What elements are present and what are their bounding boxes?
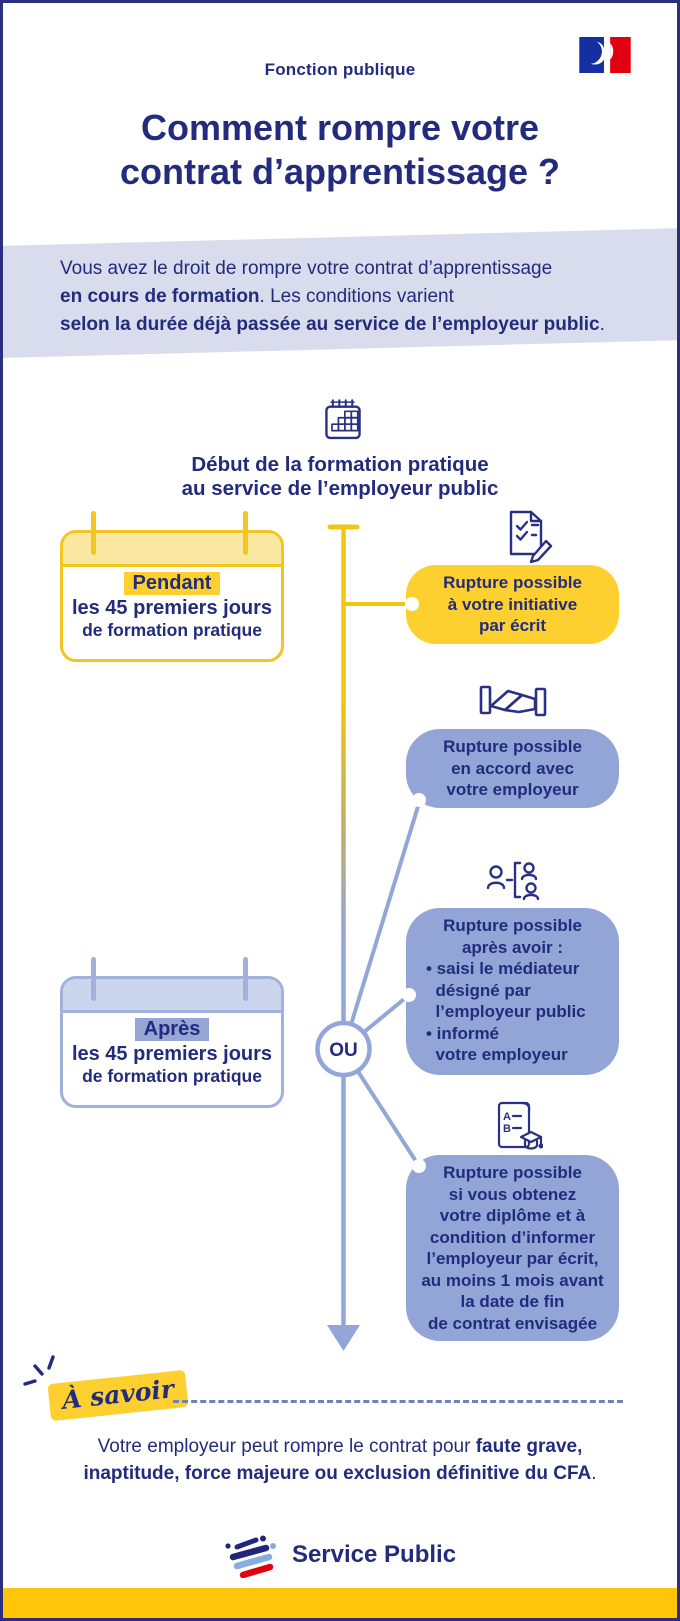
bubble-accord: Rupture possible en accord avec votre em…	[406, 729, 619, 808]
bubble-mediateur-bullets: • saisi le médiateur désigné par l’emplo…	[426, 959, 586, 1064]
warning-line-1: Votre employeur peut rompre le contrat p…	[3, 1433, 677, 1460]
dashed-separator	[173, 1400, 623, 1403]
calendar-pin	[243, 511, 248, 555]
connector-dot	[405, 597, 419, 611]
calendar-pin	[91, 957, 96, 1001]
warning-text-part: Votre employeur peut rompre le contrat p…	[97, 1436, 476, 1457]
bottom-yellow-bar	[3, 1588, 677, 1618]
svg-text:A: A	[503, 1111, 511, 1123]
intro-text-part: . Les conditions varient	[259, 286, 454, 307]
apres-line1: les 45 premiers jours	[71, 1043, 273, 1065]
ou-junction-circle	[315, 1020, 372, 1078]
timeline-start-label: Début de la formation pratique au servic…	[181, 453, 499, 500]
timeline-diagram: OU	[315, 524, 422, 1351]
ou-label: OU	[329, 1040, 358, 1061]
intro-line-2: en cours de formation. Les conditions va…	[60, 283, 640, 311]
warning-text-bold: inaptitude, force majeure ou exclusion d…	[83, 1463, 592, 1484]
warning-text-part: .	[591, 1463, 597, 1484]
connector-dot	[412, 1159, 426, 1173]
pendant-line1: les 45 premiers jours	[71, 597, 273, 619]
apres-line2: de formation pratique	[82, 1066, 262, 1086]
pendant-line2: de formation pratique	[82, 620, 262, 640]
sparkle-dashes-icon	[23, 1355, 55, 1386]
intro-line-3: selon la durée déjà passée au service de…	[60, 311, 640, 339]
svg-text:B: B	[503, 1123, 511, 1135]
warning-text-bold: faute grave,	[475, 1436, 583, 1457]
calendar-pin	[91, 511, 96, 555]
connector-dot	[412, 793, 426, 807]
service-public-label: Service Public	[291, 1541, 457, 1568]
pendant-highlight: Pendant	[123, 572, 221, 595]
page-title: Comment rompre votre contrat d’apprentis…	[119, 107, 561, 192]
a-savoir-tag: À savoir	[47, 1369, 189, 1422]
bubble-diplome: Rupture possible si vous obtenez votre d…	[406, 1155, 619, 1341]
intro-text-part-bold: selon la durée déjà passée au service de…	[60, 314, 600, 335]
service-public-logo-icon	[225, 1535, 276, 1578]
handshake-icon	[479, 685, 547, 717]
mediator-people-icon	[486, 861, 540, 901]
calendar-icon	[325, 399, 361, 440]
apres-highlight: Après	[134, 1018, 210, 1041]
intro-text-part: Vous avez le droit de rompre votre contr…	[60, 258, 553, 279]
bubble-initiative: Rupture possible à votre initiative par …	[406, 565, 619, 644]
french-government-flag-icon	[579, 37, 631, 73]
bubble-mediateur-head: Rupture possible après avoir :	[443, 916, 582, 957]
intro-text-part: .	[599, 314, 605, 335]
document-check-pencil-icon	[509, 510, 553, 564]
bubble-mediateur: Rupture possible après avoir : • saisi l…	[406, 908, 619, 1075]
service-public-logo: Service Public	[3, 1531, 677, 1579]
intro-text: Vous avez le droit de rompre votre contr…	[60, 255, 640, 339]
connector-dot	[402, 988, 416, 1002]
warning-line-2: inaptitude, force majeure ou exclusion d…	[3, 1460, 677, 1487]
intro-text-part-bold: en cours de formation	[60, 286, 260, 307]
connector-accord	[341, 799, 422, 1050]
timeline-arrow-head	[327, 1325, 360, 1351]
eyebrow-label: Fonction publique	[264, 60, 416, 79]
intro-line-1: Vous avez le droit de rompre votre contr…	[60, 255, 640, 283]
warning-paragraph: Votre employeur peut rompre le contrat p…	[3, 1433, 677, 1487]
calendar-pin	[243, 957, 248, 1001]
graduation-document-icon: A B	[497, 1101, 543, 1150]
apres-card: Après les 45 premiers jours de formation…	[60, 976, 284, 1108]
